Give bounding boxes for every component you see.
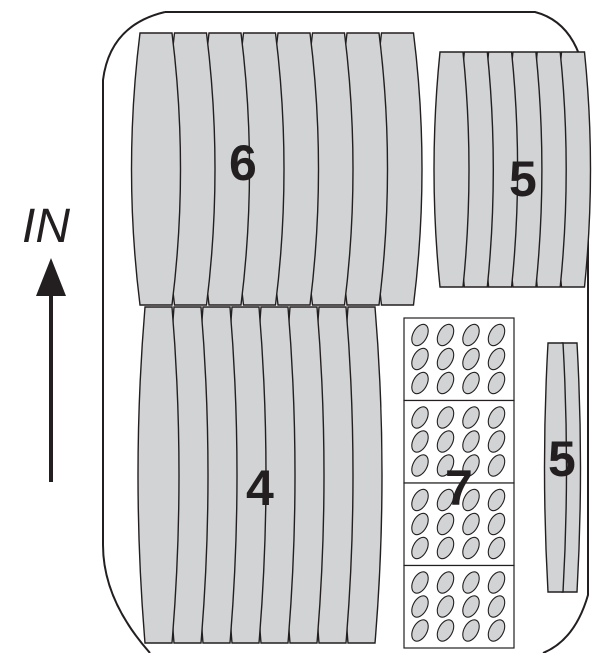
lamella xyxy=(130,32,182,306)
ellipse-cell xyxy=(487,488,506,512)
ellipse-cell xyxy=(436,406,455,429)
lamella-group-6 xyxy=(130,32,423,306)
ellipse-cell xyxy=(462,454,480,477)
lamella xyxy=(433,51,470,288)
ellipse-cell xyxy=(411,454,429,477)
lamella-group-5-top xyxy=(433,51,592,288)
ellipse-cell xyxy=(411,406,429,429)
group-label-5-right: 5 xyxy=(548,431,576,487)
ellipse-cell xyxy=(411,323,429,347)
ellipse-cell xyxy=(462,536,480,560)
ellipse-cell xyxy=(411,571,429,594)
ellipse-cell xyxy=(462,571,480,594)
ellipse-cell xyxy=(487,371,506,395)
ellipse-cell xyxy=(487,571,506,594)
ellipse-cell xyxy=(411,536,429,560)
ellipse-cell xyxy=(411,619,429,642)
ellipse-cell xyxy=(436,488,455,512)
group-label-5-top: 5 xyxy=(509,151,537,207)
ellipse-cell xyxy=(436,430,455,453)
ellipse-grid-7 xyxy=(403,317,515,649)
ellipse-cell xyxy=(487,347,506,371)
ellipse-cell xyxy=(487,430,506,453)
ellipse-cell xyxy=(436,512,455,536)
ellipse-cell xyxy=(462,512,480,536)
ellipse-cell xyxy=(411,595,429,618)
ellipse-cell xyxy=(436,347,455,371)
ellipse-cell xyxy=(436,595,455,618)
ellipse-cell xyxy=(487,595,506,618)
ellipse-cell xyxy=(487,536,506,560)
ellipse-cell xyxy=(462,371,480,395)
ellipse-cell xyxy=(487,406,506,429)
ellipse-cell xyxy=(487,454,506,477)
ellipse-cell xyxy=(462,406,480,429)
ellipse-cell xyxy=(462,430,480,453)
ellipse-cell xyxy=(462,619,480,642)
ellipse-cell xyxy=(411,430,429,453)
lamella xyxy=(543,342,568,593)
group-label-7: 7 xyxy=(445,460,473,516)
ellipse-cell xyxy=(487,619,506,642)
ellipse-cell xyxy=(462,595,480,618)
ellipse-cell xyxy=(462,347,480,371)
direction-arrow xyxy=(36,258,66,482)
ellipse-cell xyxy=(411,488,429,512)
ellipse-cell xyxy=(436,371,455,395)
ellipse-cell xyxy=(436,536,455,560)
ellipse-cell xyxy=(462,323,480,347)
group-label-6: 6 xyxy=(229,135,257,191)
ellipse-cell xyxy=(487,512,506,536)
lamella xyxy=(137,306,180,644)
ellipse-cell xyxy=(411,347,429,371)
direction-label: IN xyxy=(22,200,70,253)
ellipse-cell xyxy=(436,571,455,594)
lamella-group-5-right xyxy=(543,342,582,593)
ellipse-cell xyxy=(436,323,455,347)
ellipse-cell xyxy=(487,323,506,347)
ellipse-cell xyxy=(411,371,429,395)
ellipse-cell xyxy=(436,454,455,477)
ellipse-cell xyxy=(411,512,429,536)
ellipse-cell xyxy=(436,619,455,642)
group-label-4: 4 xyxy=(246,460,274,516)
ellipse-cell xyxy=(462,488,480,512)
arrow-head xyxy=(36,258,66,296)
lamella-group-4 xyxy=(137,306,383,644)
